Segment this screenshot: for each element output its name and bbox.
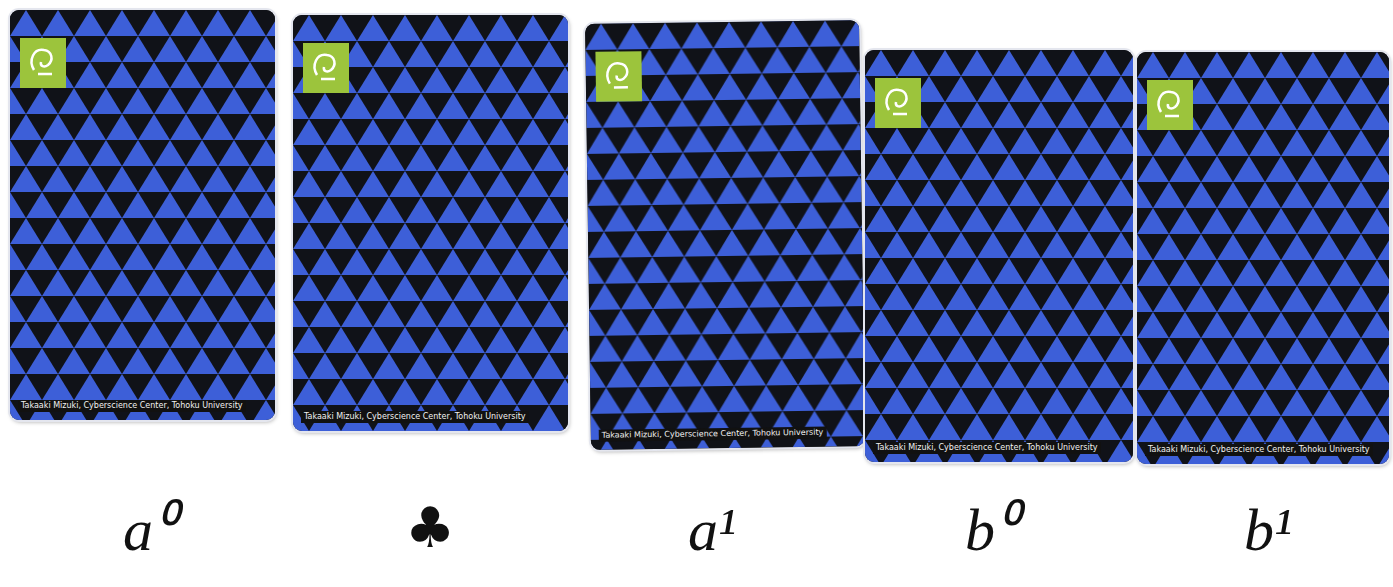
- card-label: a¹: [688, 500, 736, 560]
- card-label: ♣: [405, 500, 455, 556]
- card-credit: Takaaki Mizuki, Cyberscience Center, Toh…: [18, 400, 246, 412]
- card-credit: Takaaki Mizuki, Cyberscience Center, Toh…: [301, 411, 529, 423]
- card-credit: Takaaki Mizuki, Cyberscience Center, Toh…: [1145, 444, 1373, 456]
- card-label: b⁰: [965, 500, 1016, 560]
- card-back-pattern: [585, 20, 865, 450]
- card-label: b¹: [1244, 500, 1292, 560]
- card-credit: Takaaki Mizuki, Cyberscience Center, Toh…: [873, 442, 1101, 454]
- card-back-pattern: [10, 10, 275, 420]
- card-back-pattern: [293, 15, 568, 431]
- playing-card: Takaaki Mizuki, Cyberscience Center, Toh…: [293, 15, 568, 431]
- card-label: a⁰: [123, 500, 174, 560]
- playing-card: Takaaki Mizuki, Cyberscience Center, Toh…: [865, 50, 1133, 462]
- playing-card: Takaaki Mizuki, Cyberscience Center, Toh…: [1137, 52, 1389, 464]
- card-back-pattern: [865, 50, 1133, 462]
- playing-card: Takaaki Mizuki, Cyberscience Center, Toh…: [585, 20, 865, 450]
- playing-card: Takaaki Mizuki, Cyberscience Center, Toh…: [10, 10, 275, 420]
- card-back-pattern: [1137, 52, 1389, 464]
